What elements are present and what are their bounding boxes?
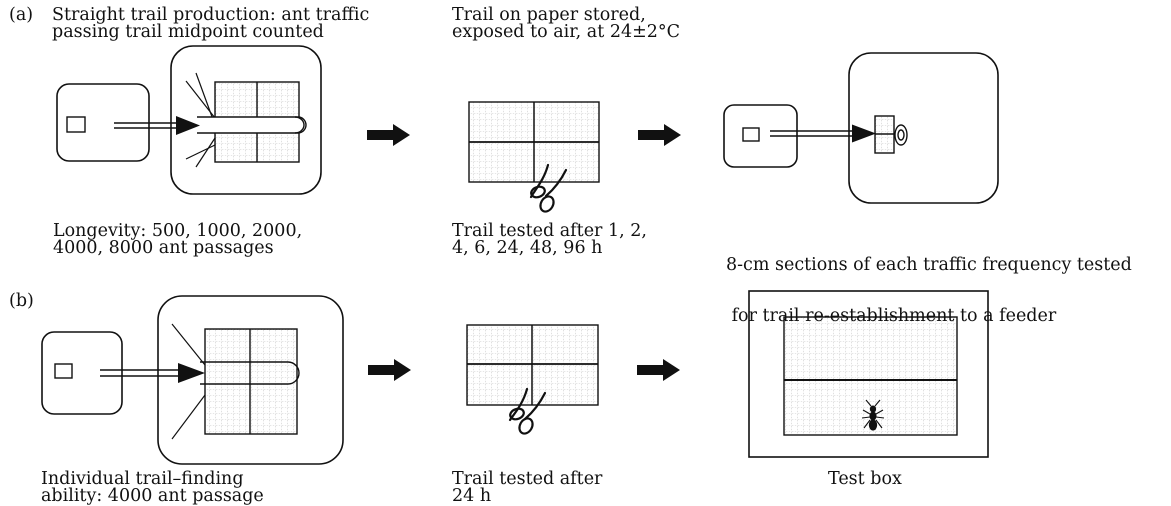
- nest-entrance-icon: [54, 363, 73, 379]
- ant-direction-arrow-icon: [852, 124, 876, 143]
- nest-entrance-icon: [66, 116, 86, 133]
- trail-section-icon: [874, 115, 895, 154]
- panel-b-step2-caption: Trail tested after 24 h: [452, 469, 603, 506]
- panel-a-label: (a): [9, 5, 34, 25]
- panel-a-production-setup: [56, 45, 322, 195]
- trail-bridge-icon: [770, 130, 860, 137]
- trail-paper-icon: [466, 324, 599, 406]
- scissors-icon: [529, 163, 568, 213]
- foraging-arena-icon: [848, 52, 999, 204]
- panel-a-step2-caption: Trail tested after 1, 2, 4, 6, 24, 48, 9…: [452, 221, 647, 258]
- panel-a-step2-title: Trail on paper stored, exposed to air, a…: [452, 5, 681, 42]
- panel-a-stored-paper: [468, 101, 600, 213]
- panel-b-step1-caption: Individual trail–finding ability: 4000 a…: [41, 469, 264, 506]
- feeder-icon: [894, 124, 908, 146]
- trail-paper-icon: [204, 328, 298, 435]
- ant-direction-arrow-icon: [178, 363, 205, 383]
- arrow-right-icon: [637, 359, 680, 381]
- scissors-icon: [508, 387, 547, 435]
- nest-box-icon: [41, 331, 123, 415]
- panel-a-reestablishment-setup: [723, 52, 999, 204]
- trail-bridge-icon: [114, 116, 307, 134]
- foraging-arena-icon: [157, 295, 344, 465]
- nest-entrance-icon: [742, 127, 760, 142]
- panel-b-stored-paper: [466, 324, 599, 435]
- panel-a-step1-title: Straight trail production: ant traffic p…: [52, 5, 370, 42]
- trail-paper-icon: [468, 101, 600, 183]
- panel-b-label: (b): [9, 291, 34, 311]
- panel-b-step3-caption: Test box: [828, 469, 902, 489]
- arrow-right-icon: [638, 124, 681, 146]
- panel-a-step1-caption: Longevity: 500, 1000, 2000, 4000, 8000 a…: [53, 221, 303, 258]
- foraging-arena-icon: [170, 45, 322, 195]
- panel-a-step3-caption: 8-cm sections of each traffic frequency …: [726, 255, 1132, 326]
- arena-guide-lines: [171, 323, 206, 440]
- trail-bridge-icon: [100, 361, 300, 385]
- panel-b-production-setup: [41, 295, 344, 465]
- ant-icon: [861, 399, 885, 431]
- ant-direction-arrow-icon: [176, 116, 200, 135]
- arrow-right-icon: [368, 359, 411, 381]
- arrow-right-icon: [367, 124, 410, 146]
